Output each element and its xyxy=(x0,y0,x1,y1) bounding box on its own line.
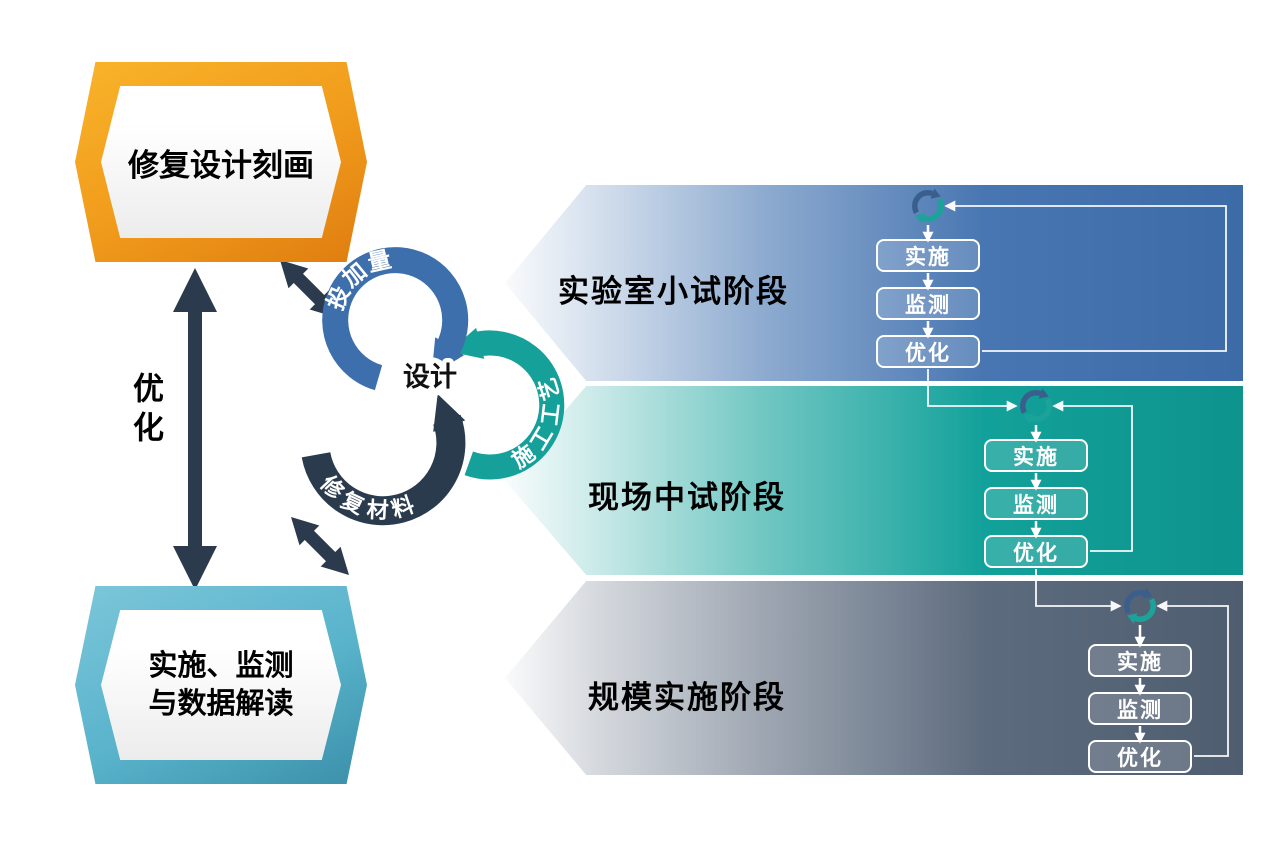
step-box-optimize: 优化 xyxy=(876,335,980,368)
material-arc xyxy=(301,394,466,526)
design-characterization-label: 修复设计刻画 xyxy=(128,147,314,184)
label-line-1: 实施、监测 xyxy=(148,648,294,683)
step-box-monitor: 监测 xyxy=(984,487,1088,520)
stage-title-field: 现场中试阶段 xyxy=(588,480,786,516)
design-center-label: 设计 xyxy=(403,362,457,393)
design-cycle-diagram: 投加量 施工工艺 修复材料 设计 xyxy=(301,246,565,526)
design-characterization-box: 修复设计刻画 xyxy=(75,62,367,262)
cycle-icon-lab xyxy=(912,188,944,224)
step-box-optimize: 优化 xyxy=(1088,740,1192,773)
stage-title-lab: 实验室小试阶段 xyxy=(558,274,789,310)
process-arc-label: 施工工艺 xyxy=(507,371,565,474)
cycle-icon-scale xyxy=(1124,588,1156,624)
step-box-monitor: 监测 xyxy=(1088,692,1192,725)
implementation-monitoring-label: 实施、监测 与数据解读 xyxy=(75,586,367,784)
hexagon-panel xyxy=(101,610,341,760)
process-arc xyxy=(449,327,565,480)
optimize-label: 优化 xyxy=(127,372,163,450)
step-box-optimize: 优化 xyxy=(984,535,1088,568)
implementation-monitoring-box: 实施、监测 与数据解读 xyxy=(75,586,367,784)
stage-title-scale: 规模实施阶段 xyxy=(588,680,786,716)
stage-band-scale xyxy=(505,581,1243,775)
cycle-icon-field xyxy=(1020,388,1052,424)
step-box-implement: 实施 xyxy=(876,239,980,272)
step-box-monitor: 监测 xyxy=(876,287,980,320)
cycle-center-patch xyxy=(410,357,450,397)
step-box-implement: 实施 xyxy=(1088,644,1192,677)
vertical-double-arrow-icon xyxy=(173,268,217,590)
dosage-arc xyxy=(322,247,469,391)
label-line-2: 与数据解读 xyxy=(148,686,294,720)
hexagon-panel xyxy=(101,86,341,238)
step-box-implement: 实施 xyxy=(984,439,1088,472)
diagonal-double-arrow-bottom-icon xyxy=(291,517,349,575)
